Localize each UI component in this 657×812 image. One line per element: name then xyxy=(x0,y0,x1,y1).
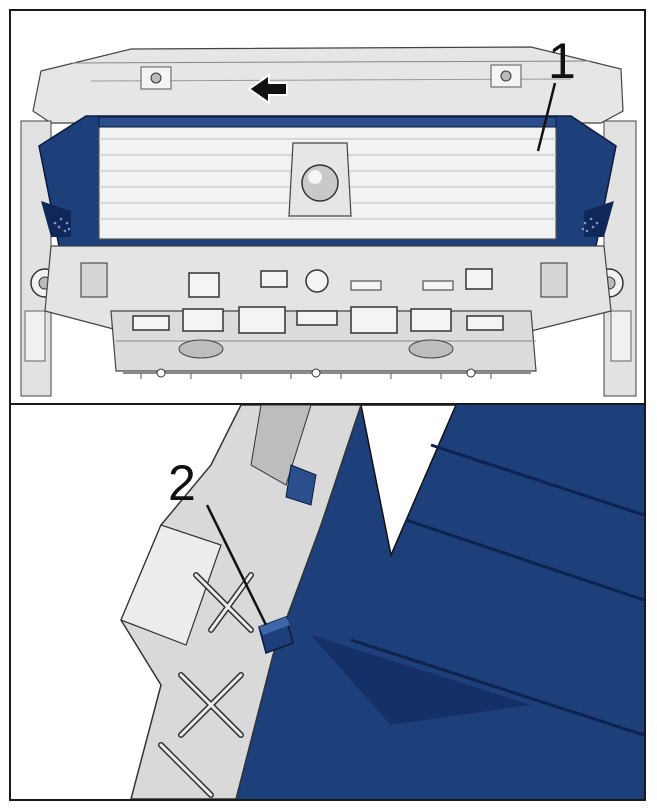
lower-carrier xyxy=(110,306,537,379)
callout-1-label: 1 xyxy=(548,33,576,89)
right-side-member xyxy=(594,120,637,397)
retaining-tab-detail-drawing xyxy=(120,405,644,799)
air-duct-detail xyxy=(236,405,644,799)
front-end-overview-drawing xyxy=(20,46,637,397)
bracket-structure xyxy=(120,405,362,799)
left-side-member xyxy=(20,120,60,397)
arrow-left-icon xyxy=(247,73,288,105)
retaining-tab xyxy=(258,616,294,654)
radiator-core xyxy=(98,116,557,240)
callout-2-label: 2 xyxy=(168,455,196,511)
detail-panel xyxy=(9,403,646,801)
callout-1-leader xyxy=(536,82,557,152)
callout-2-leader xyxy=(205,504,268,626)
overview-panel xyxy=(9,9,646,405)
